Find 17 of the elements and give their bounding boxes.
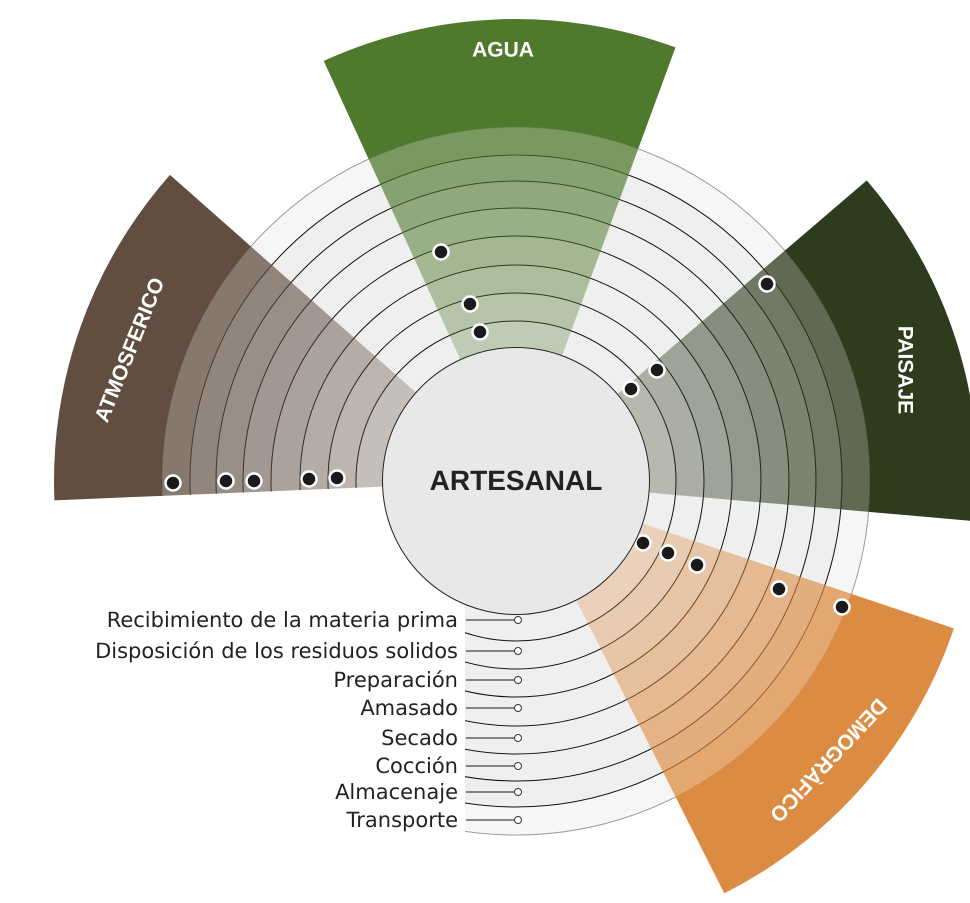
- stage-label: Secado: [381, 726, 458, 750]
- leader-line: [466, 619, 514, 621]
- leader-line: [466, 765, 514, 767]
- leader-line: [466, 791, 514, 793]
- leader-line: [466, 737, 514, 739]
- leader-line: [466, 707, 514, 709]
- leader-line: [466, 650, 514, 652]
- sector-label: AGUA: [472, 40, 534, 60]
- sector-label: PAISAJE: [894, 326, 916, 414]
- leader-line: [466, 819, 514, 821]
- stage-label: Amasado: [360, 696, 458, 720]
- stage-label: Preparación: [333, 668, 458, 692]
- stage-label: Transporte: [346, 808, 458, 832]
- stage-label: Disposición de los residuos solidos: [95, 639, 458, 663]
- leader-line: [466, 679, 514, 681]
- stage-label: Cocción: [375, 754, 458, 778]
- stage-label: Almacenaje: [335, 780, 458, 804]
